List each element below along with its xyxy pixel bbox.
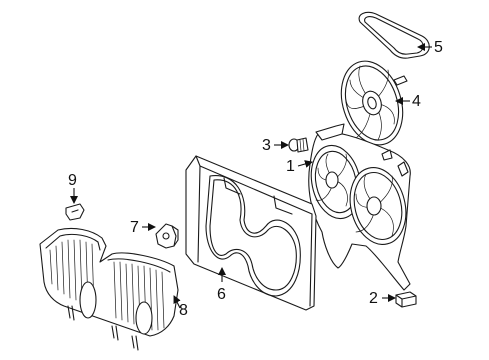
fan-shroud-assembly-part — [308, 123, 411, 291]
callout-3: 3 — [262, 137, 271, 154]
callout-2: 2 — [369, 290, 378, 307]
shroud-frame-part — [185, 155, 317, 311]
callout-4: 4 — [412, 93, 421, 110]
leader-lines — [70, 43, 432, 309]
callout-7: 7 — [130, 219, 139, 236]
callout-8: 8 — [179, 302, 188, 319]
callout-9: 9 — [68, 172, 77, 189]
callout-labels: 1 2 3 4 5 6 7 8 9 — [68, 39, 443, 319]
leader-8 — [173, 295, 181, 309]
callout-5: 5 — [434, 39, 443, 56]
leader-1 — [297, 160, 313, 168]
grille-clip-part — [65, 203, 85, 221]
clip-part — [395, 291, 417, 308]
bracket-part — [155, 223, 179, 249]
belt-part — [358, 11, 430, 59]
auxiliary-fan-part — [340, 60, 408, 146]
grille-part — [39, 227, 179, 351]
bolt-part — [288, 137, 309, 153]
callout-6: 6 — [217, 286, 226, 303]
callout-1: 1 — [286, 158, 295, 175]
